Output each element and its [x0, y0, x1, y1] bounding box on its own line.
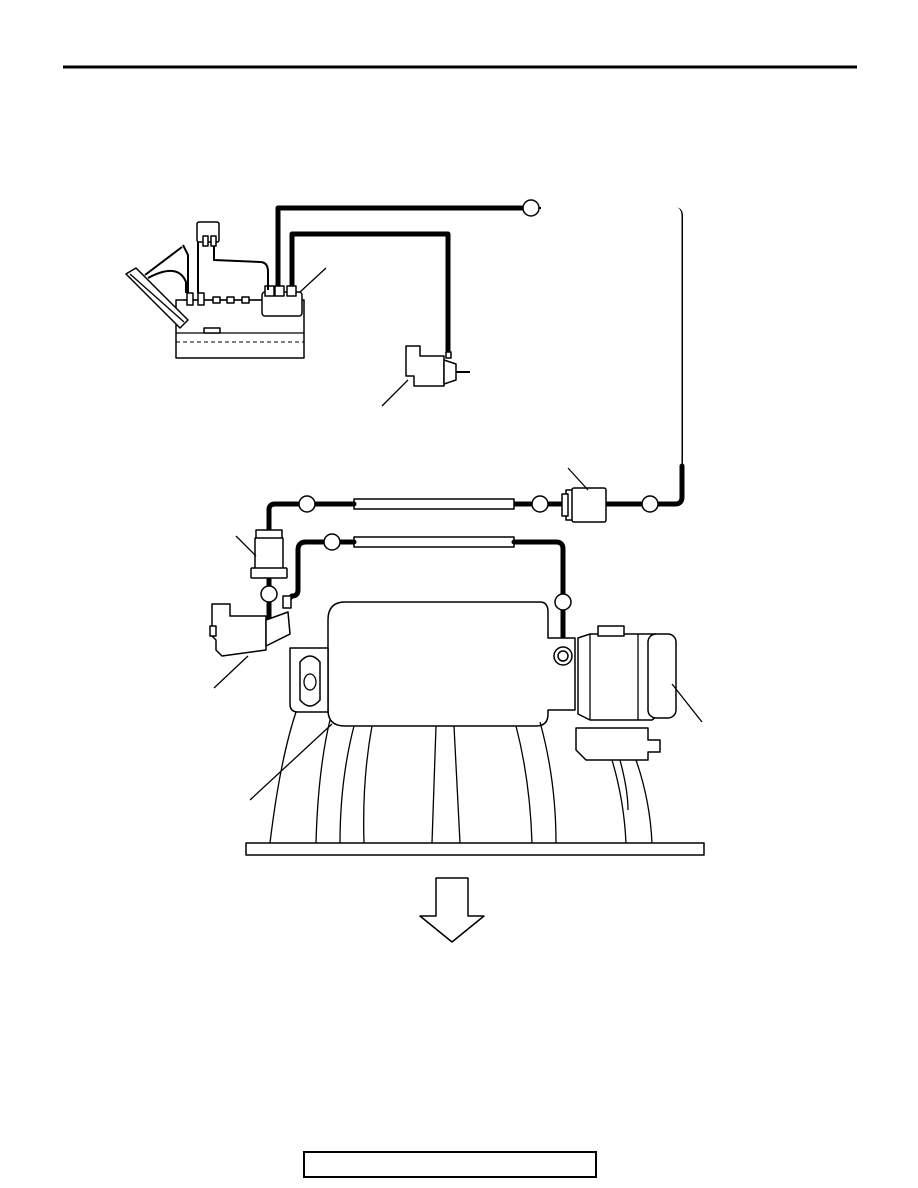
hose-marker-right — [641, 495, 659, 513]
hose-marker-valve-junction — [260, 585, 278, 603]
leader-throttle-body — [671, 683, 703, 723]
hose-marker-lower-right — [554, 593, 572, 611]
flow-direction-arrow — [419, 877, 485, 943]
purge-solenoid-upper — [405, 345, 470, 387]
canister-assembly — [125, 221, 305, 359]
hose-right-vertical-black — [654, 463, 685, 507]
hose-lower-left-drop — [285, 539, 327, 603]
figure-caption-box — [303, 1151, 597, 1178]
leader-upper-solenoid — [381, 379, 409, 407]
hose-marker-top — [522, 199, 540, 217]
leader-plenum — [249, 723, 333, 801]
hose-marker-middle-right — [531, 495, 549, 513]
hose-canister-to-solenoid — [289, 231, 451, 355]
manifold-runners — [269, 711, 653, 844]
hose-lower-right-run — [511, 539, 566, 597]
leader-vacuum-valve — [235, 535, 257, 557]
hose-white-tube-upper — [353, 498, 515, 510]
hose-white-segment-right — [539, 207, 683, 466]
vacuum-valve-left — [250, 529, 288, 579]
hose-white-segment-right-inner — [541, 206, 682, 464]
leader-canister — [299, 267, 327, 293]
solenoid-lower-left — [209, 595, 292, 657]
leader-inline-valve — [567, 467, 589, 491]
manifold-base-flange — [245, 842, 705, 856]
hose-left-drop — [266, 501, 301, 540]
intake-plenum — [289, 601, 576, 727]
hose-canister-to-top-run — [275, 205, 526, 298]
hose-white-tube-lower — [353, 536, 515, 548]
throttle-body — [575, 625, 677, 761]
leader-lower-solenoid — [213, 655, 249, 689]
inline-valve-right — [561, 487, 607, 523]
hose-marker-middle-left — [298, 495, 316, 513]
hose-marker-lower-left — [323, 533, 341, 551]
